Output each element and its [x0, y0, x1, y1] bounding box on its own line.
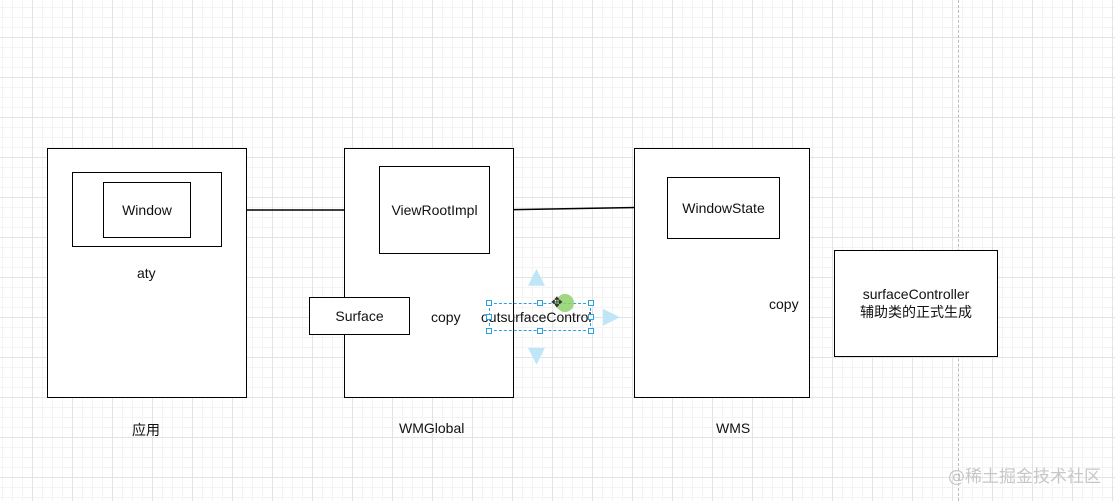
windowstate-node-label: WindowState	[682, 200, 765, 216]
outsurfacecontrol-label[interactable]: outsurfaceControl	[481, 309, 592, 325]
window-node-label: Window	[122, 202, 172, 218]
arrow-down-icon[interactable]: ▼	[528, 343, 545, 368]
move-cursor-icon: ✥	[551, 295, 563, 311]
viewrootimpl-node[interactable]: ViewRootImpl	[379, 166, 490, 254]
resize-handle-w[interactable]	[486, 314, 492, 320]
surface-node-label: Surface	[335, 308, 384, 324]
wmglobal-label: WMGlobal	[399, 420, 465, 436]
arrow-right-icon[interactable]: ▶	[603, 304, 620, 329]
surfacecontroller-note[interactable]: surfaceController 辅助类的正式生成	[834, 250, 998, 357]
resize-handle-se[interactable]	[588, 328, 594, 334]
note-line-2: 辅助类的正式生成	[860, 303, 972, 320]
surface-node[interactable]: Surface	[309, 297, 410, 335]
resize-handle-e[interactable]	[588, 314, 594, 320]
resize-handle-sw[interactable]	[486, 328, 492, 334]
resize-handle-ne[interactable]	[588, 300, 594, 306]
window-node[interactable]: Window	[103, 182, 191, 238]
resize-handle-n[interactable]	[537, 300, 543, 306]
watermark: @稀土掘金技术社区	[948, 467, 1101, 487]
rotate-handle-icon[interactable]	[556, 294, 574, 312]
wms-copy-label: copy	[769, 296, 799, 312]
windowstate-node[interactable]: WindowState	[667, 177, 780, 239]
viewrootimpl-node-label: ViewRootImpl	[391, 202, 478, 218]
wms-label: WMS	[716, 420, 751, 436]
aty-label: aty	[137, 265, 156, 281]
wmglobal-copy-label: copy	[431, 309, 461, 325]
app-label: 应用	[132, 422, 160, 438]
resize-handle-s[interactable]	[537, 328, 543, 334]
arrow-up-icon[interactable]: ▲	[528, 264, 545, 289]
note-line-1: surfaceController	[862, 285, 970, 302]
resize-handle-nw[interactable]	[486, 300, 492, 306]
